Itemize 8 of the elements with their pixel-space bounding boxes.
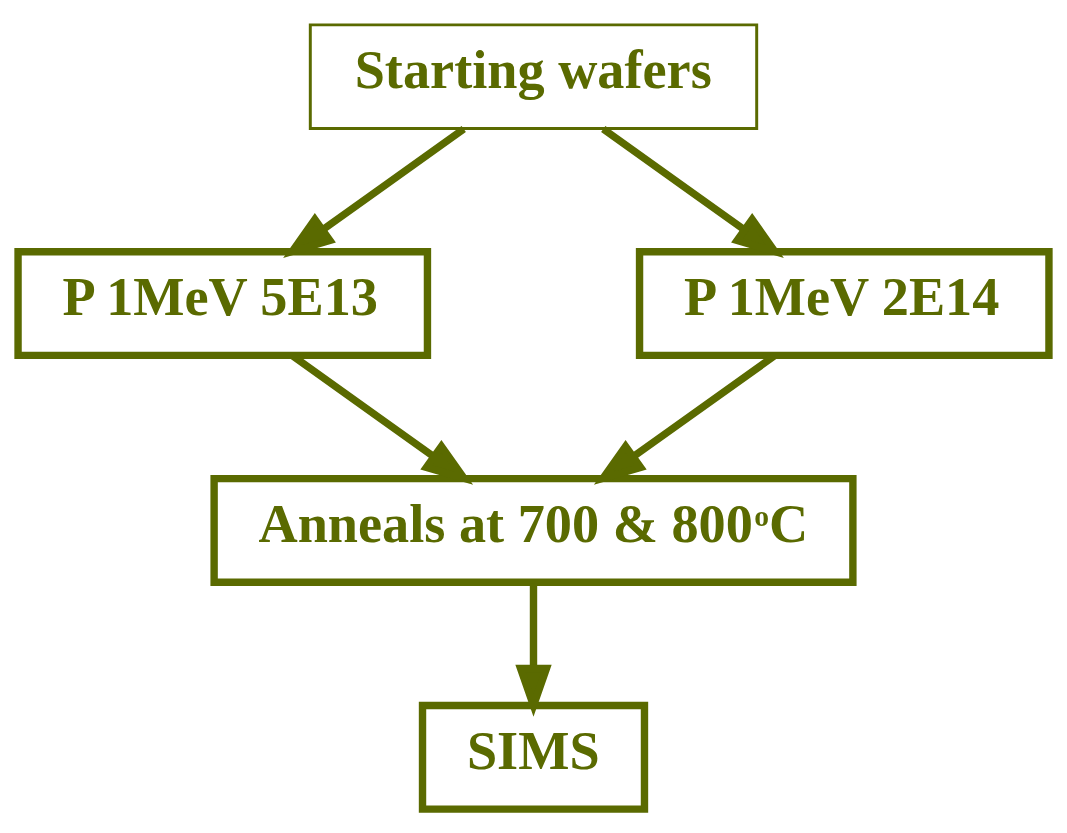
arrow (283, 125, 466, 258)
node-box: P 1MeV 5E13 (14, 247, 432, 359)
node-box: Starting wafers (308, 22, 759, 130)
node-box: Anneals at 700 & 800$^{o}$C (210, 474, 857, 586)
arrow (601, 125, 784, 258)
arrow (515, 582, 552, 717)
node-box: P 1MeV 2E14 (635, 247, 1053, 359)
node-box: SIMS (418, 701, 649, 813)
